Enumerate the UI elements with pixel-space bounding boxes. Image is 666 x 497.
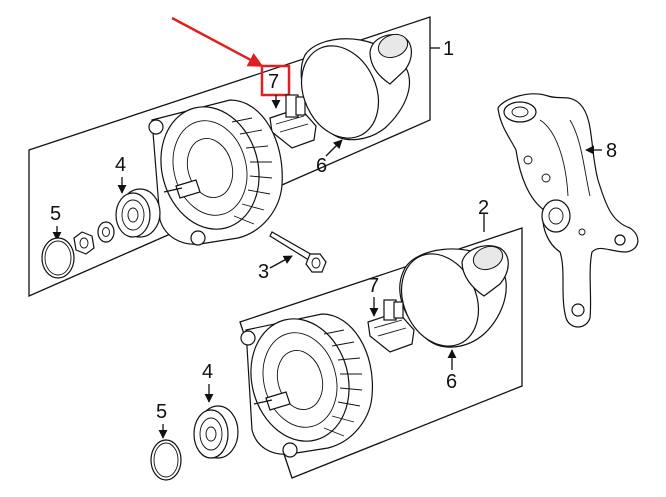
pulley-bottom <box>193 405 239 459</box>
alternator-bottom <box>240 313 374 458</box>
callout-1: 1 <box>443 38 454 60</box>
callout-7-bottom: 7 <box>368 275 379 297</box>
alternator-top <box>148 99 283 246</box>
rear-cover-bottom <box>399 245 509 348</box>
callout-8: 8 <box>606 140 617 162</box>
seal-ring-top <box>41 237 75 279</box>
callout-3: 3 <box>258 261 269 283</box>
callout-5-bottom: 5 <box>156 401 167 423</box>
nut-top <box>73 231 95 255</box>
washer-top <box>97 221 115 243</box>
callout-5-top: 5 <box>50 203 61 225</box>
callout-4-top: 4 <box>115 154 126 176</box>
voltage-regulator-top <box>269 94 317 149</box>
assembly-1-frame <box>28 16 431 297</box>
callout-2: 2 <box>478 197 489 219</box>
steering-knuckle <box>497 93 639 328</box>
seal-ring-bottom <box>150 439 182 481</box>
mounting-bolt <box>269 231 327 273</box>
highlight-arrow <box>171 16 264 68</box>
callout-7-top: 7 <box>268 71 279 93</box>
voltage-regulator-bottom <box>367 299 415 353</box>
callout-6-top: 6 <box>316 155 327 177</box>
callout-4-bottom: 4 <box>202 361 213 383</box>
pulley-top <box>115 188 161 238</box>
callout-6-bottom: 6 <box>446 371 457 393</box>
rear-cover-top <box>300 33 412 141</box>
